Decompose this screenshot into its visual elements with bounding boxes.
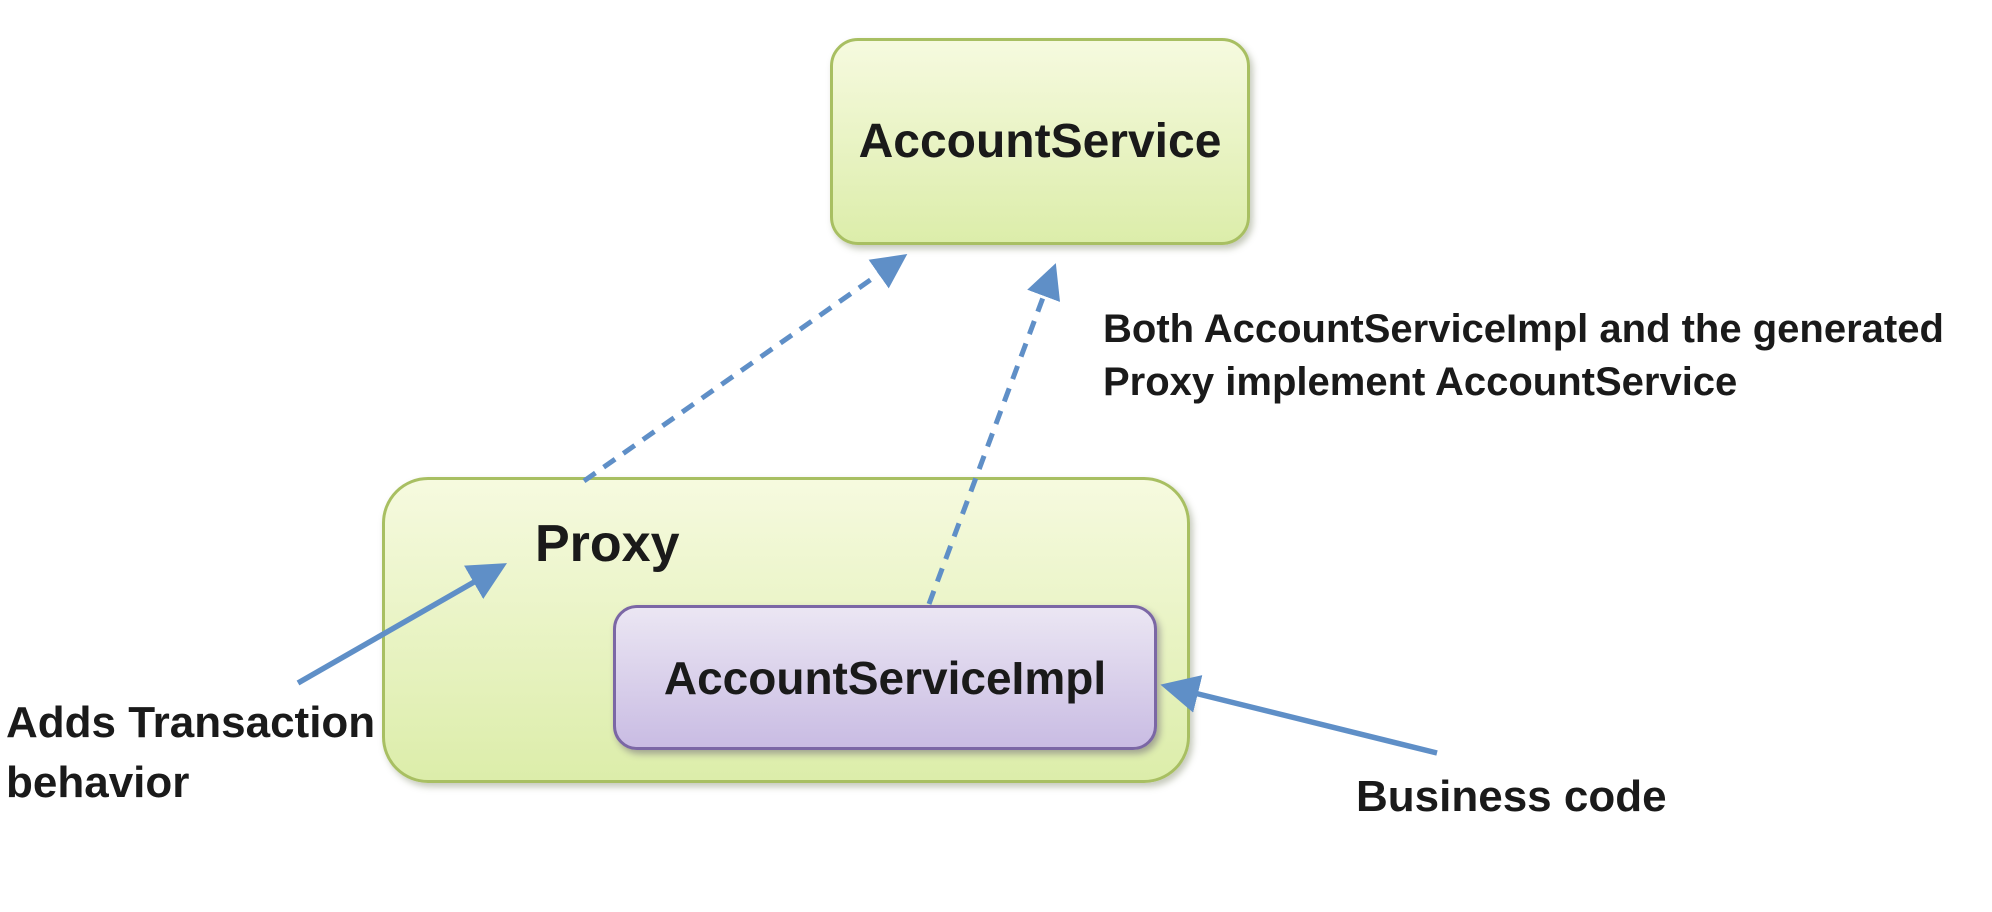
- adds-transaction-note-line2: behavior: [6, 758, 190, 807]
- node-account-service: AccountService: [830, 38, 1250, 245]
- implements-note-line2: Proxy implement AccountService: [1103, 360, 1738, 404]
- business-code-note-label: Business code: [1356, 772, 1667, 821]
- business-code-note: Business code: [1356, 770, 1667, 824]
- implements-note-line1: Both AccountServiceImpl and the generate…: [1103, 307, 1944, 351]
- implements-arrow-proxy-icon: [582, 253, 908, 484]
- business-code-arrow-icon: [1160, 675, 1438, 756]
- node-account-service-impl-label: AccountServiceImpl: [663, 651, 1107, 704]
- node-proxy-label: Proxy: [535, 515, 680, 573]
- node-account-service-label: AccountService: [858, 115, 1222, 168]
- adds-transaction-note-line1: Adds Transaction: [6, 698, 376, 747]
- adds-transaction-note: Adds Transaction behavior: [6, 693, 375, 813]
- node-account-service-impl: AccountServiceImpl: [613, 605, 1157, 750]
- implements-note: Both AccountServiceImpl and the generate…: [1103, 303, 1944, 409]
